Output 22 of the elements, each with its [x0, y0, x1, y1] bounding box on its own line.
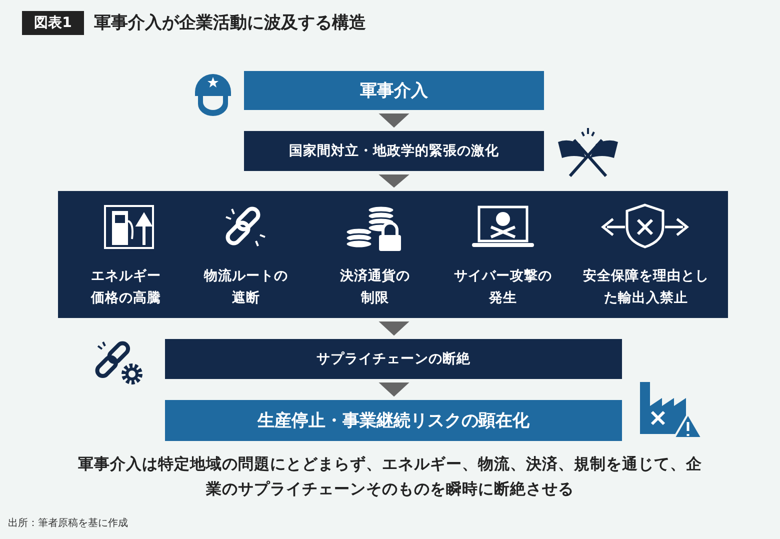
flow-arrow [378, 174, 410, 188]
flow-arrow [378, 382, 410, 397]
flow-arrow [378, 114, 410, 128]
impact-label: サイバー攻撃の発生 [454, 267, 552, 308]
result-box [165, 400, 622, 441]
flow-arrow [378, 322, 410, 336]
caption: 軍事介入は特定地域の問題にとどまらず、エネルギー、物流、決済、規制を通じて、企業のサプライチェーンそのものを瞬時に断絶させる [77, 454, 703, 500]
impact-label: エネルギー価格の高騰 [90, 267, 162, 308]
impact-label: 安全保障を理由とした輸出入禁止 [582, 267, 710, 308]
impact-label: 決済通貨の制限 [339, 267, 411, 308]
process-box [244, 71, 544, 110]
impact-label: 物流ルートの遮断 [203, 267, 289, 308]
process-box [244, 131, 544, 171]
box-label: サプライチェーンの断絶 [316, 350, 470, 368]
impact-band [58, 191, 728, 318]
process-box [165, 339, 622, 379]
title: 軍事介入が企業活動に波及する構造 [94, 12, 366, 34]
box-label: 国家間対立・地政学的緊張の激化 [289, 142, 499, 160]
box-label: 軍事介入 [360, 80, 428, 102]
source-note: 出所：筆者原稿を基に作成 [8, 516, 128, 530]
box-label: 生産停止・事業継続リスクの顕在化 [258, 410, 530, 432]
figure-tag: 図表1 [22, 11, 84, 35]
